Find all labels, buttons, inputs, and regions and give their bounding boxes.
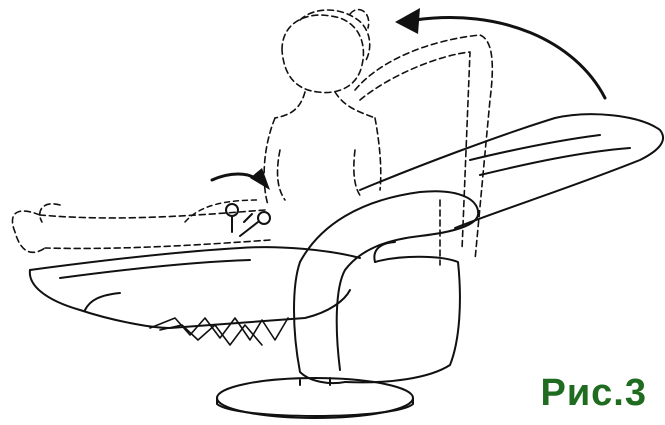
recliner-chair [30,114,663,383]
mechanism-linkage [150,318,288,345]
figure-label: Рис.3 [540,372,647,415]
upright-backrest-dashed [355,35,492,265]
front-armrest [300,191,478,370]
recline-lever [226,204,270,236]
seated-person-dashed [12,10,380,253]
backrest-arrow [395,8,605,98]
lever-arrow [212,168,270,190]
round-pedestal-base [217,378,413,418]
